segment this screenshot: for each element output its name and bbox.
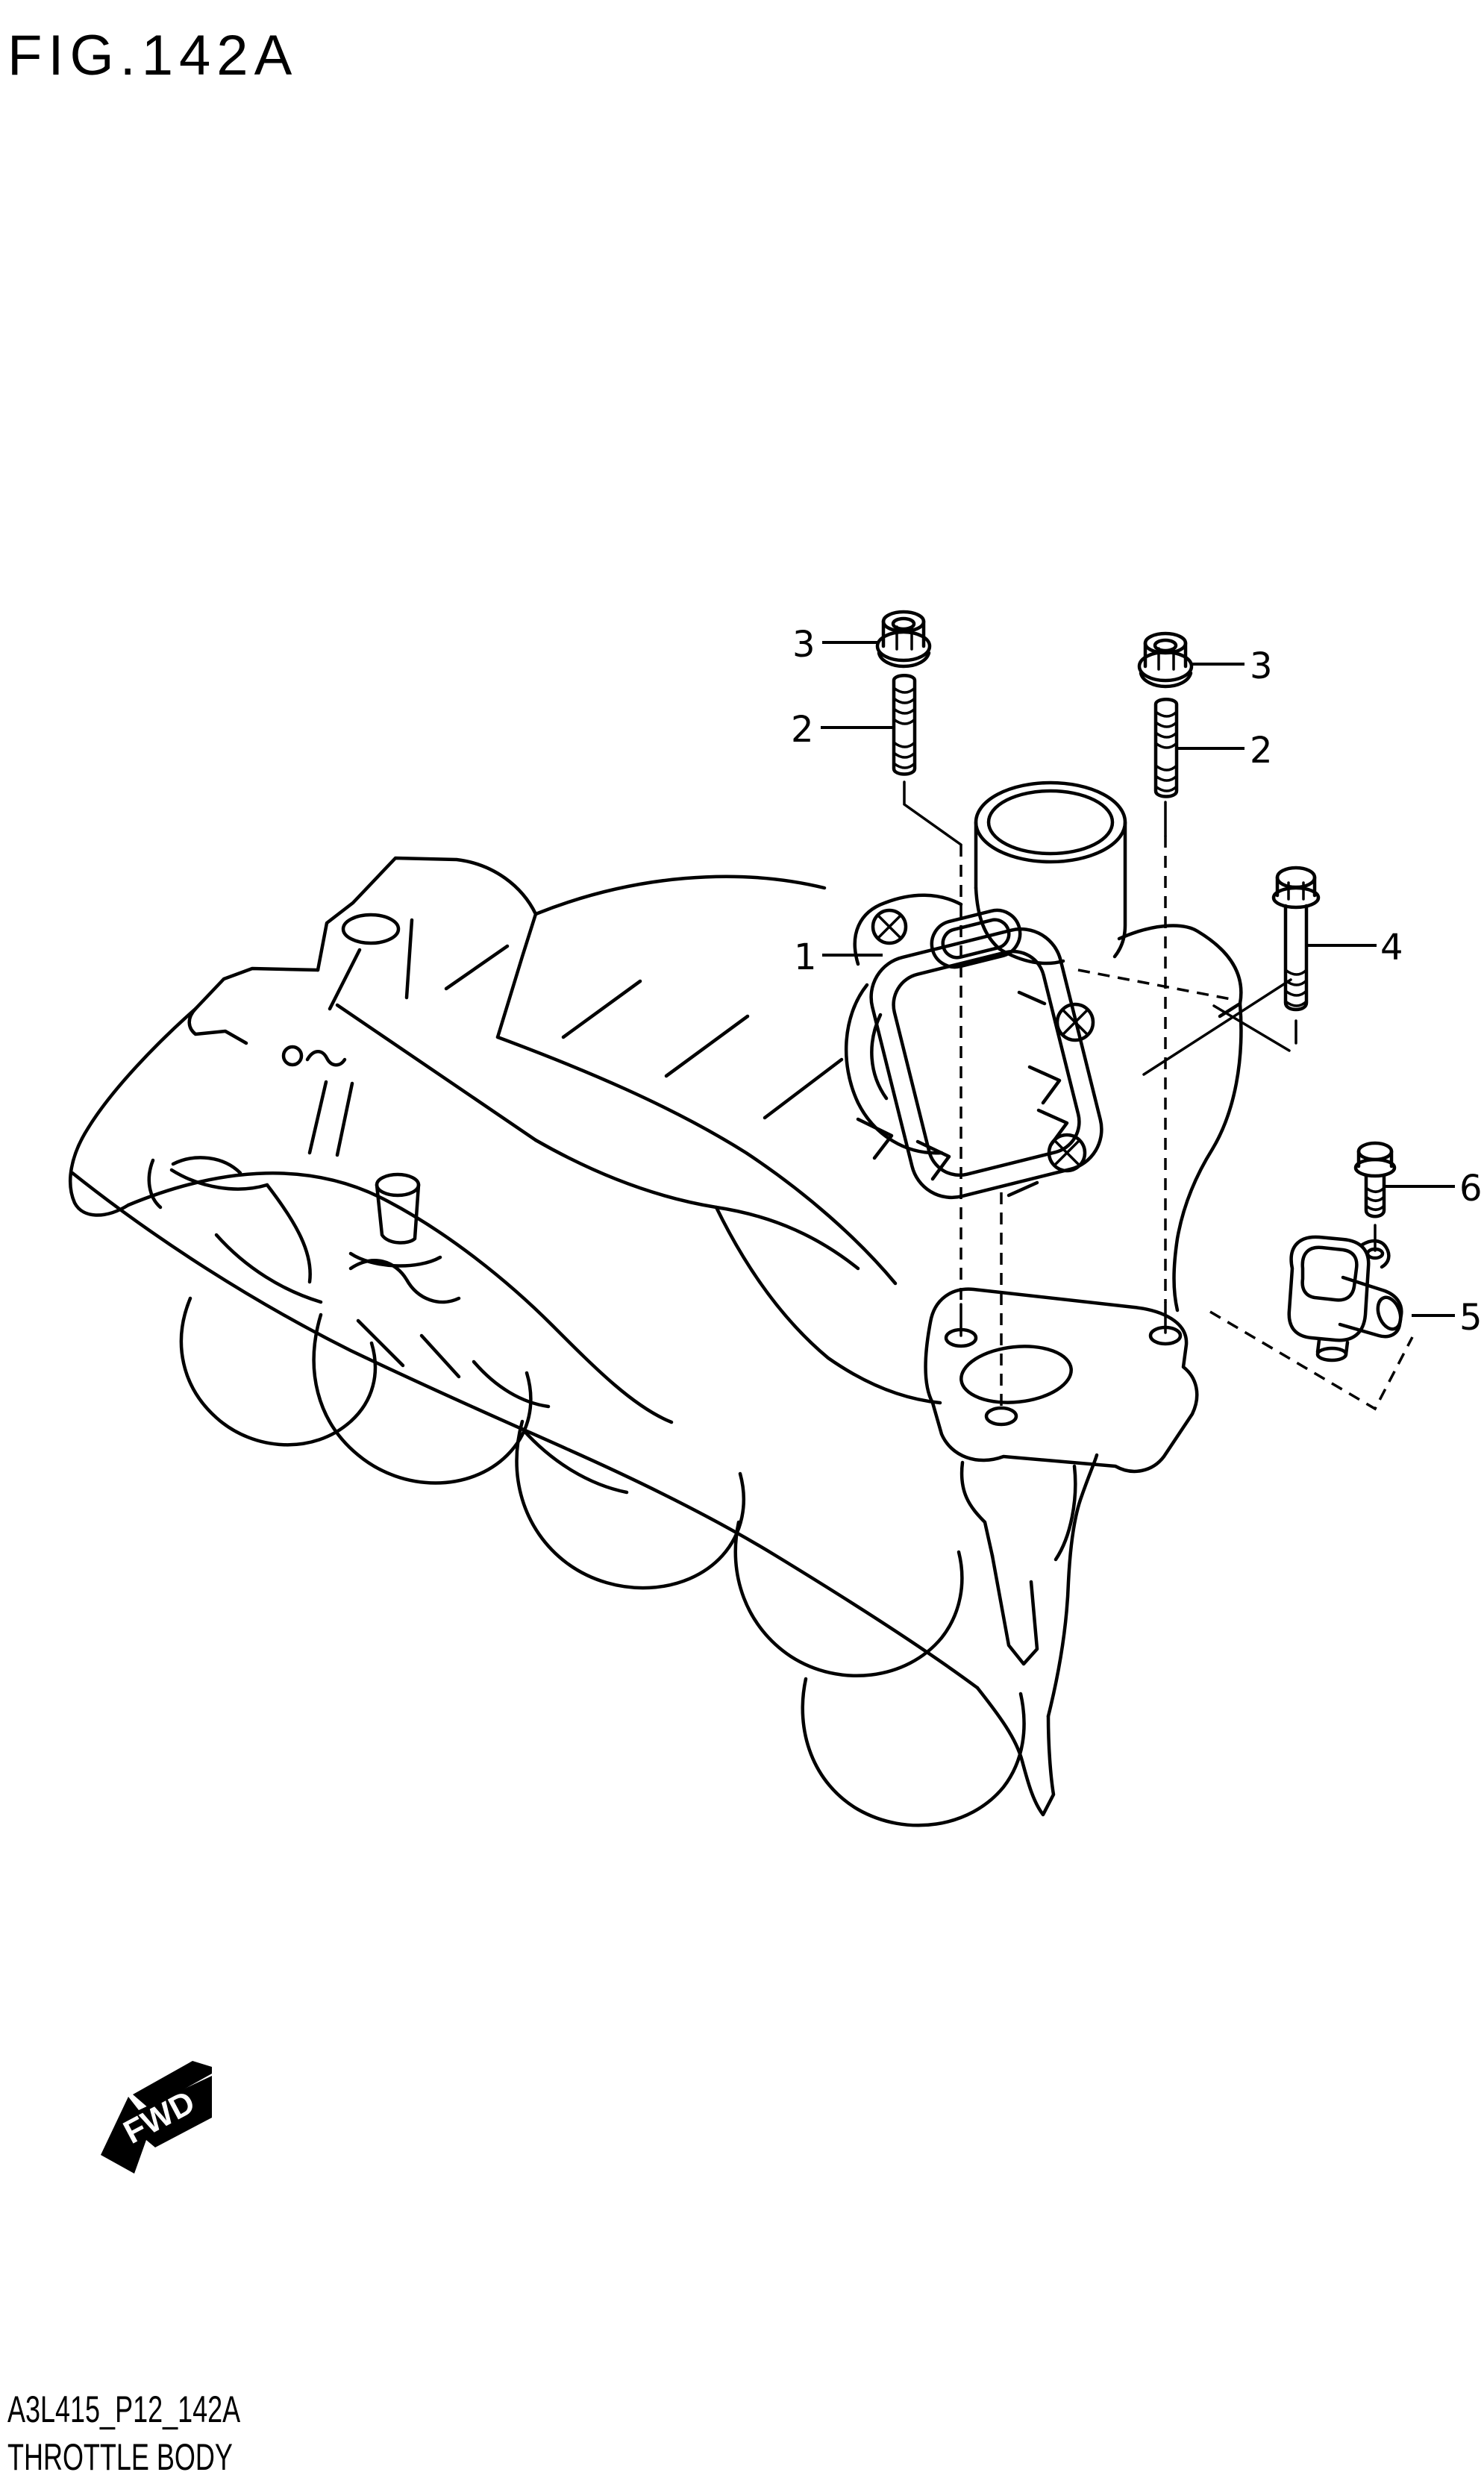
assembly-center-lines [903,780,1414,1411]
phillips-screw-icon [1047,1133,1087,1173]
figure-code: A3L415_P12_142A [7,2389,240,2430]
phillips-screw-icon [871,908,908,945]
fwd-arrow-face [101,2076,212,2174]
throttle-body-drawing [844,780,1127,1200]
callout-2-right: 2 [1250,730,1273,772]
callout-3-right: 3 [1250,645,1273,687]
callout-2-left: 2 [791,709,814,751]
flange-nut-drawing [875,610,932,669]
hex-bolt-drawing [1271,866,1321,1012]
callouts: 3 2 3 2 1 4 6 5 [791,624,1483,1339]
fwd-arrow-top-face [133,2061,212,2109]
callout-1: 1 [794,936,817,978]
stud-bolt-drawing [892,674,917,776]
footer: A3L415_P12_142A THROTTLE BODY [7,2389,240,2478]
sensor-screw-drawing [1353,1141,1397,1218]
figure-title: FIG.142A [7,24,298,87]
callout-5: 5 [1459,1297,1483,1339]
callout-3-left: 3 [792,624,815,666]
callout-6: 6 [1459,1168,1483,1210]
figure-caption: THROTTLE BODY [7,2437,233,2478]
phillips-screw-icon [1055,1002,1095,1042]
intake-manifold-drawing [69,856,1243,1827]
stud-bolt-drawing [1153,698,1179,798]
callout-4: 4 [1380,927,1403,969]
flange-nut-drawing [1137,631,1194,689]
fwd-direction-marker: FWD [101,2061,212,2174]
map-sensor-drawing [1287,1235,1403,1362]
